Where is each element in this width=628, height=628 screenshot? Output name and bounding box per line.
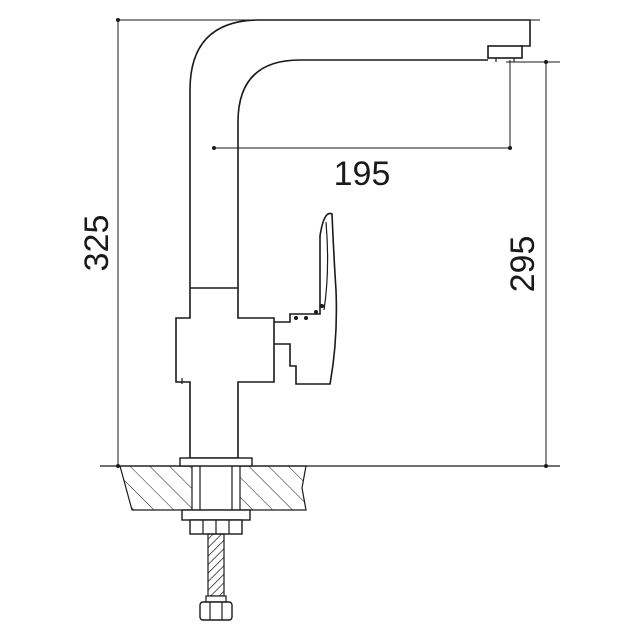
spout-height-dimension: 295 [504,60,560,468]
lever-handle[interactable] [274,212,338,385]
supply-hose [199,533,233,621]
spout-reach-dimension: 195 [212,60,512,193]
overall-height-dimension: 325 [78,18,540,468]
faucet-body [175,19,531,467]
spout-reach-label: 195 [334,155,391,193]
overall-height-label: 325 [78,215,116,272]
mounting-nut [181,466,251,535]
countertop-section [119,465,307,511]
spout-height-label: 295 [504,236,542,293]
